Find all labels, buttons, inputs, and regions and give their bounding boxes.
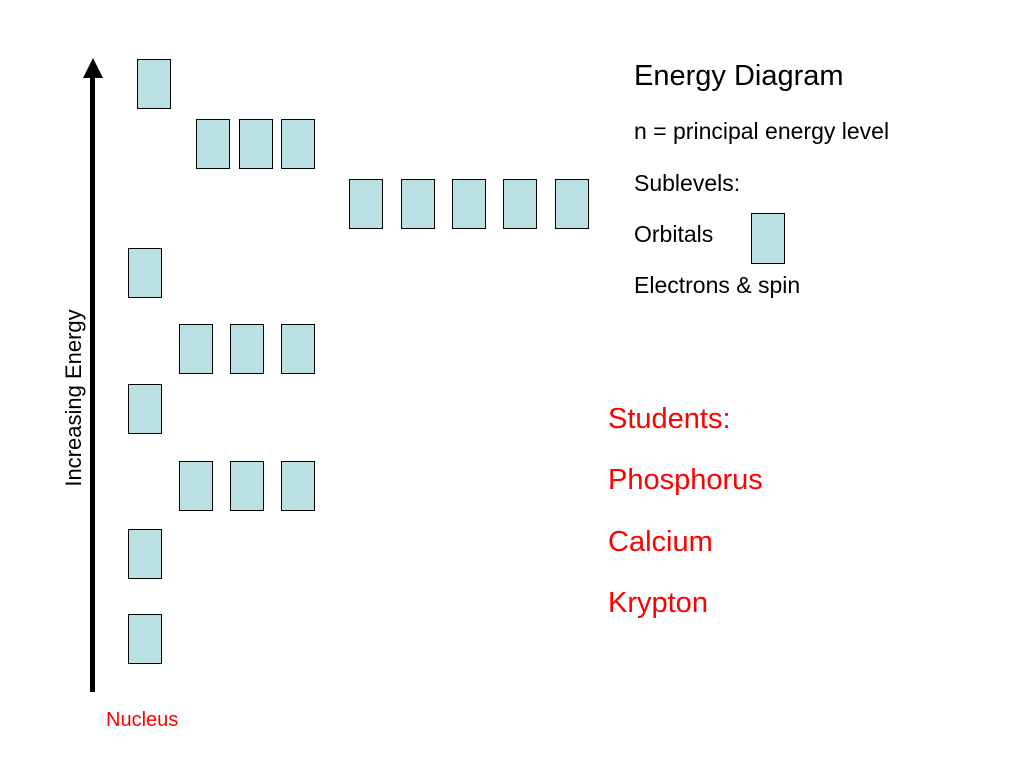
orbital-box: [128, 529, 162, 579]
orbital-box: [281, 324, 315, 374]
nucleus-label: Nucleus: [106, 709, 179, 731]
orbital-box: [128, 614, 162, 664]
principal-level-definition: n = principal energy level: [634, 118, 890, 144]
orbital-box: [230, 324, 264, 374]
diagram-title: Energy Diagram: [634, 60, 844, 92]
orbital-box: [179, 324, 213, 374]
sublevels-label: Sublevels:: [634, 170, 741, 196]
student-element-item: Calcium: [608, 526, 713, 558]
student-element-item: Phosphorus: [608, 464, 763, 496]
energy-axis-arrowhead: [83, 58, 103, 78]
orbital-box: [503, 179, 537, 229]
orbital-box: [128, 384, 162, 434]
orbital-box: [179, 461, 213, 511]
energy-axis-line: [90, 74, 95, 692]
students-heading: Students:: [608, 403, 731, 435]
orbital-box: [452, 179, 486, 229]
orbital-box: [239, 119, 273, 169]
orbital-box: [401, 179, 435, 229]
orbital-box: [281, 119, 315, 169]
student-element-item: Krypton: [608, 587, 708, 619]
orbital-box: [196, 119, 230, 169]
orbital-box: [555, 179, 589, 229]
axis-label: Increasing Energy: [61, 309, 86, 487]
orbital-legend-box: [751, 213, 785, 264]
orbital-box: [137, 59, 171, 109]
orbital-box: [230, 461, 264, 511]
orbital-box: [281, 461, 315, 511]
orbitals-label: Orbitals: [634, 221, 714, 247]
electrons-spin-label: Electrons & spin: [634, 272, 801, 298]
orbital-box: [349, 179, 383, 229]
orbital-box: [128, 248, 162, 298]
